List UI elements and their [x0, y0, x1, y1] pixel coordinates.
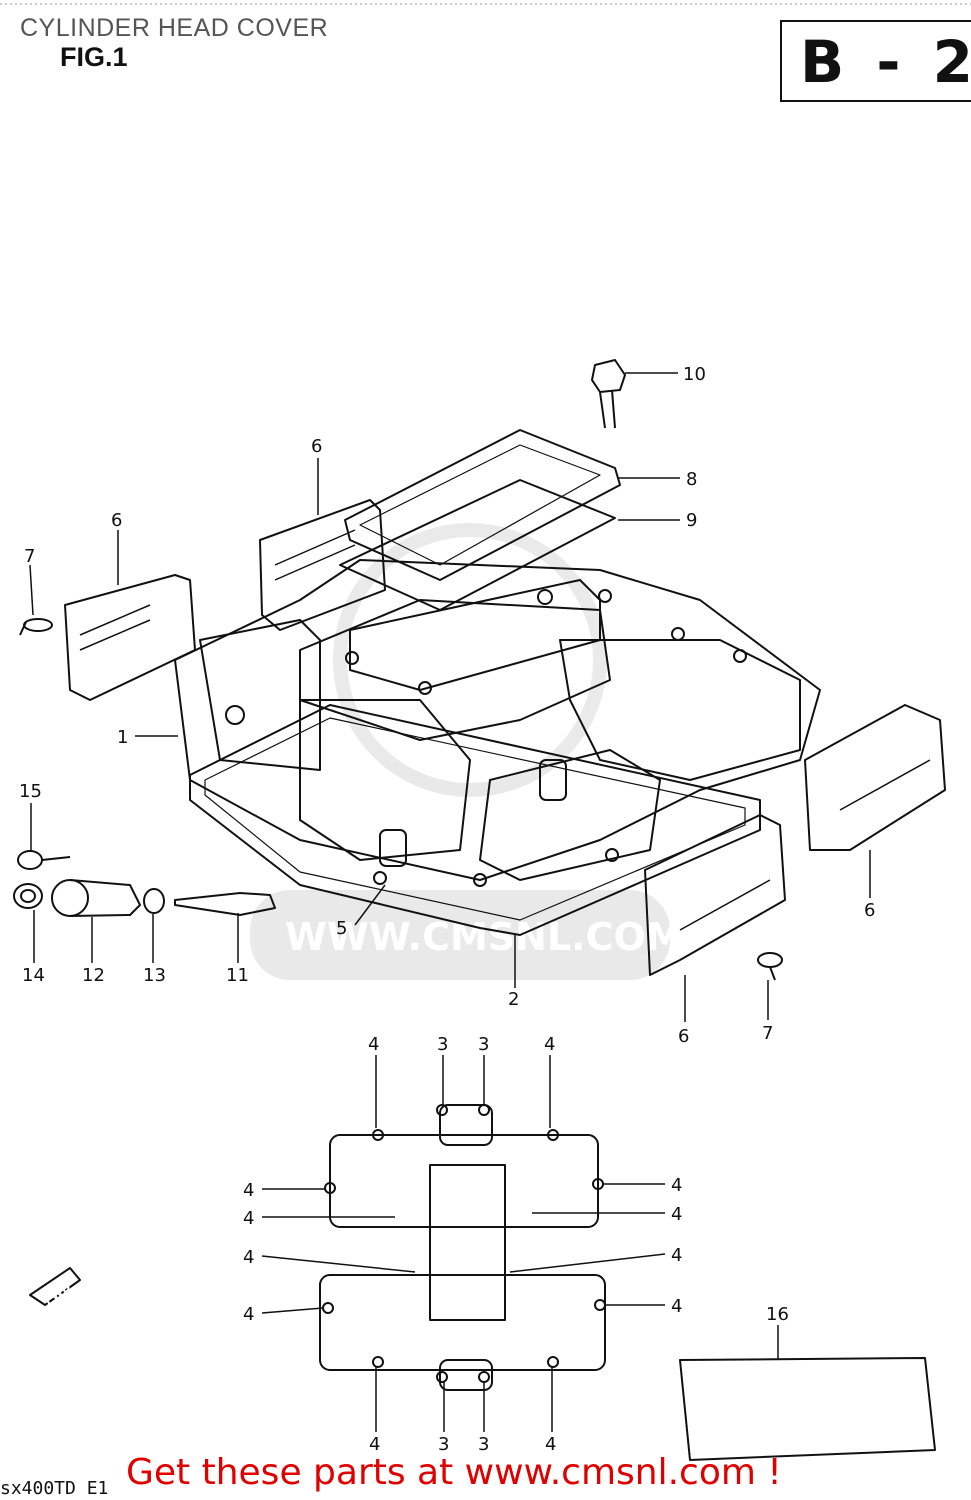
- callout-6: 6: [864, 900, 875, 921]
- callout-4: 4: [671, 1296, 682, 1317]
- callout-11: 11: [226, 965, 249, 986]
- fwd-arrow: [29, 1267, 81, 1306]
- watermark: WWW.CMSNL.COM: [250, 523, 684, 980]
- callout-15: 15: [19, 781, 42, 802]
- callout-8: 8: [686, 469, 697, 490]
- callout-6: 6: [311, 436, 322, 457]
- switch-screw: [17, 850, 71, 870]
- cylinder-head-cover: [174, 559, 821, 887]
- callout-13: 13: [143, 965, 166, 986]
- oil-seal: [13, 883, 43, 909]
- cap-screw-left: [19, 618, 53, 636]
- figure-number: FIG.1: [60, 42, 128, 72]
- cap-cover-left-front: [64, 574, 196, 701]
- callout-3: 3: [438, 1434, 449, 1455]
- callout-7: 7: [762, 1023, 773, 1044]
- callout-3: 3: [478, 1034, 489, 1055]
- callout-16: 16: [766, 1304, 789, 1325]
- cmsnl-parts-link[interactable]: Get these parts at www.cmsnl.com !: [126, 1452, 782, 1493]
- callout-4: 4: [671, 1204, 682, 1225]
- sensor-switch: [174, 892, 276, 916]
- cap-cover-right-rear: [804, 704, 946, 851]
- head-cover-gasket: [189, 704, 761, 936]
- callout-2: 2: [508, 989, 519, 1010]
- callout-7: 7: [24, 546, 35, 567]
- leader-lines: [29, 372, 871, 1432]
- callout-labels: 10 8 9 6 6 7 1 15 14 12 13 11 5 2 6 7 6 …: [19, 364, 875, 1455]
- breather-bolt: [591, 359, 626, 429]
- switch-housing: [51, 879, 141, 917]
- callout-9: 9: [686, 510, 697, 531]
- callout-5: 5: [336, 918, 347, 939]
- callout-4: 4: [243, 1304, 254, 1325]
- bottom-view-diagram: [319, 1104, 606, 1391]
- callout-4: 4: [243, 1208, 254, 1229]
- breather-gasket: [339, 479, 616, 611]
- callout-4: 4: [369, 1434, 380, 1455]
- callout-1: 1: [117, 727, 128, 748]
- page-code-box: B - 2: [780, 20, 971, 102]
- callout-4: 4: [671, 1175, 682, 1196]
- callout-12: 12: [82, 965, 105, 986]
- o-ring: [143, 888, 165, 914]
- callout-3: 3: [437, 1034, 448, 1055]
- callout-14: 14: [22, 965, 45, 986]
- callout-6: 6: [111, 510, 122, 531]
- callout-3: 3: [478, 1434, 489, 1455]
- callout-10: 10: [683, 364, 706, 385]
- callout-4: 4: [368, 1034, 379, 1055]
- cap-cover-right-front: [644, 814, 786, 976]
- callout-4: 4: [544, 1034, 555, 1055]
- watermark-text: WWW.CMSNL.COM: [285, 915, 684, 959]
- callout-4: 4: [243, 1180, 254, 1201]
- gasket-set-bag: [679, 1357, 936, 1461]
- callout-6: 6: [678, 1026, 689, 1047]
- diagram-title: CYLINDER HEAD COVER: [20, 14, 329, 42]
- callout-4: 4: [243, 1247, 254, 1268]
- model-code: sx400TD E1: [0, 1478, 109, 1499]
- page-code: B - 2: [800, 28, 971, 96]
- callout-4: 4: [671, 1245, 682, 1266]
- callout-4: 4: [545, 1434, 556, 1455]
- cap-cover-left-rear: [259, 499, 386, 631]
- cap-screw-right: [757, 952, 783, 981]
- breather-cover: [344, 429, 621, 581]
